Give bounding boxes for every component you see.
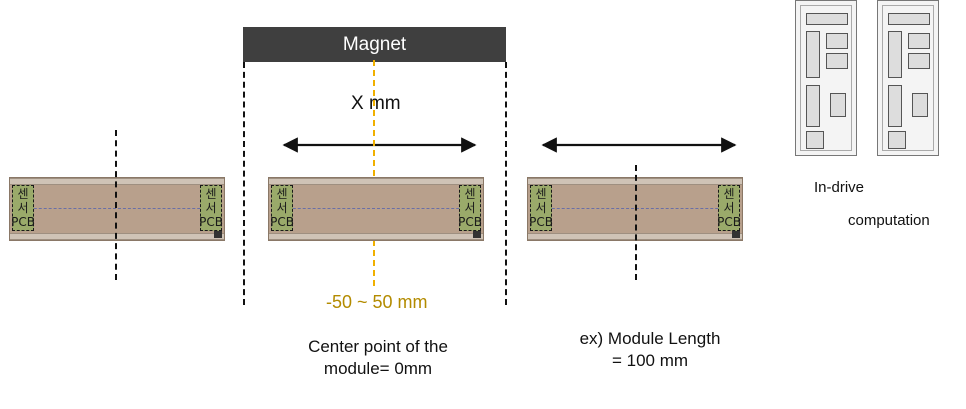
drive-connector <box>826 33 848 49</box>
pcb-text: 센 <box>276 187 288 201</box>
pcb-text: PCB <box>270 215 294 229</box>
pcb-text: PCB <box>717 215 741 229</box>
example-note-line: ex) Module Length <box>579 329 721 348</box>
sensor-pcb: 센 서 PCB <box>458 185 482 231</box>
pcb-text: 서 <box>535 201 547 215</box>
pcb-text: 서 <box>723 201 735 215</box>
pcb-text: 센 <box>464 187 476 201</box>
sensor-pcb: 센 서 PCB <box>529 185 553 231</box>
module-bottom-rail <box>269 233 483 240</box>
drive-connector <box>806 85 820 127</box>
pcb-text: PCB <box>11 215 35 229</box>
module-left-center-line <box>115 130 117 280</box>
sensor-pcb: 센 서 PCB <box>270 185 294 231</box>
module-midline <box>14 208 220 209</box>
drive-panel <box>800 5 852 151</box>
sensor-pcb: 센 서 PCB <box>717 185 741 231</box>
drive-connector <box>888 85 902 127</box>
pcb-text: PCB <box>458 215 482 229</box>
drive-caption-line2: computation <box>848 212 930 229</box>
module-top-rail <box>269 178 483 185</box>
module-center: 센 서 PCB 센 서 PCB <box>268 177 484 241</box>
x-mm-label: X mm <box>351 93 401 114</box>
module-left: 센 서 PCB 센 서 PCB <box>9 177 225 241</box>
module-connector <box>732 230 740 238</box>
pcb-text: 서 <box>17 201 29 215</box>
center-note: Center point of the module= 0mm <box>258 336 498 380</box>
drive-display <box>806 13 848 25</box>
example-note-line: = 100 mm <box>611 351 689 370</box>
pcb-text: 센 <box>535 187 547 201</box>
sensor-pcb: 센 서 PCB <box>11 185 35 231</box>
module-midline <box>273 208 479 209</box>
module-right-center-line <box>635 165 637 280</box>
drive-connector <box>830 93 846 117</box>
module-connector <box>473 230 481 238</box>
drive-panel <box>882 5 934 151</box>
drive-connector <box>912 93 928 117</box>
pcb-text: 센 <box>723 187 735 201</box>
drive-display <box>888 13 930 25</box>
pcb-text: PCB <box>529 215 553 229</box>
pcb-text: 센 <box>205 187 217 201</box>
drive-connector <box>888 131 906 149</box>
module-top-rail <box>10 178 224 185</box>
magnet-bar: Magnet <box>243 27 506 62</box>
example-note: ex) Module Length = 100 mm <box>530 328 770 372</box>
magnet-right-boundary <box>505 62 507 305</box>
drive-connector <box>888 31 902 78</box>
servo-drive-1 <box>795 0 857 156</box>
center-note-line: Center point of the <box>308 337 448 356</box>
magnet-left-boundary <box>243 62 245 305</box>
drive-connector <box>806 31 820 78</box>
drive-connector <box>908 53 930 69</box>
pcb-text: 서 <box>205 201 217 215</box>
servo-drive-2 <box>877 0 939 156</box>
center-note-line: module= 0mm <box>323 359 433 378</box>
pcb-text: 서 <box>464 201 476 215</box>
drive-connector <box>826 53 848 69</box>
range-label: -50 ~ 50 mm <box>326 292 428 312</box>
pcb-text: 센 <box>17 187 29 201</box>
pcb-text: PCB <box>199 215 223 229</box>
drive-caption-line1: In-drive <box>814 179 865 196</box>
pcb-text: 서 <box>276 201 288 215</box>
magnet-label: Magnet <box>342 33 407 55</box>
drive-connector <box>908 33 930 49</box>
drive-connector <box>806 131 824 149</box>
module-bottom-rail <box>10 233 224 240</box>
sensor-pcb: 센 서 PCB <box>199 185 223 231</box>
module-connector <box>214 230 222 238</box>
